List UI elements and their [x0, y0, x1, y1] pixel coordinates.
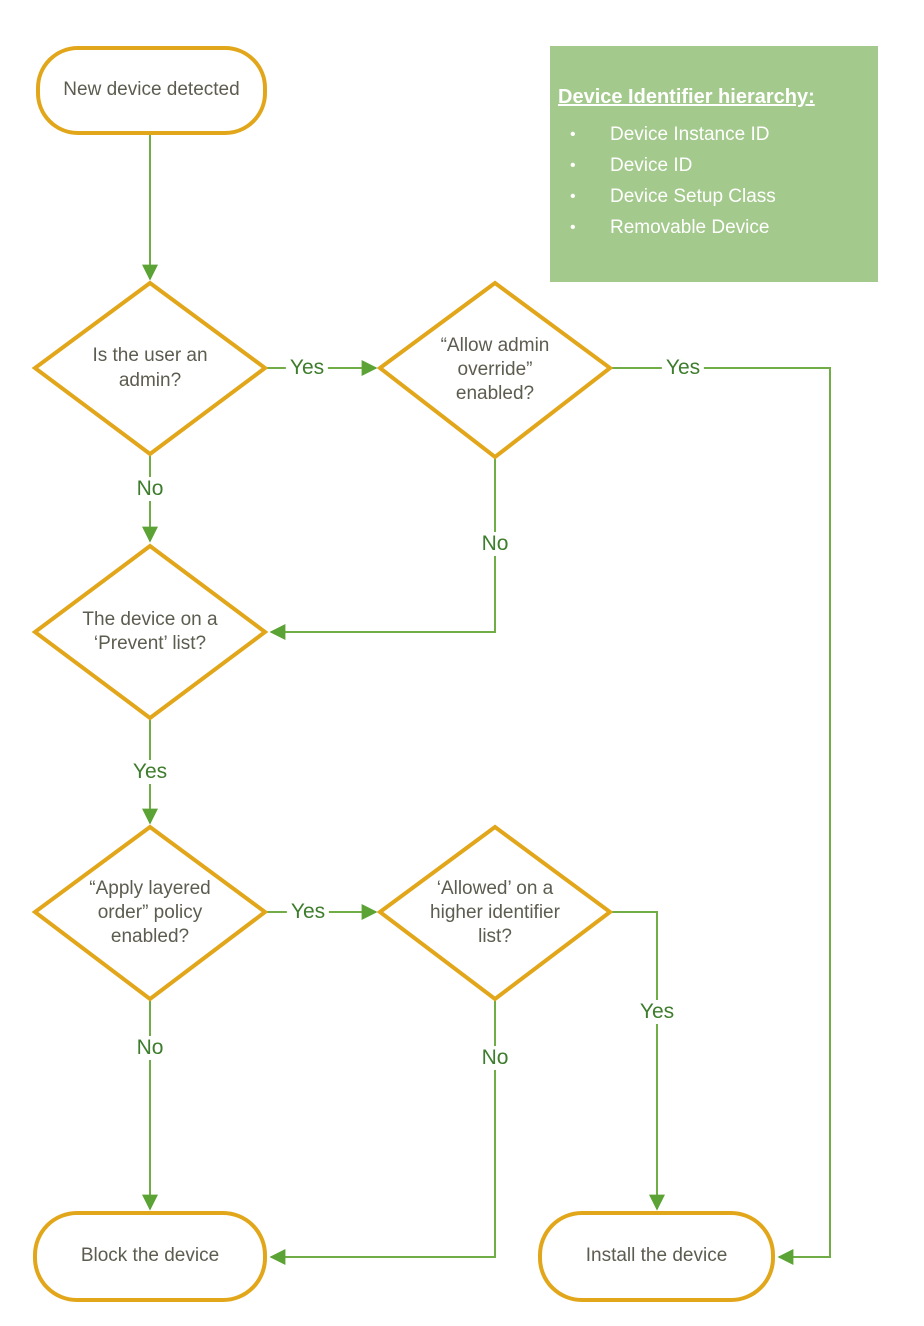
edge-higher-yes-to-install — [610, 911, 665, 1211]
info-box-list: • Device Instance ID • Device ID • Devic… — [558, 119, 868, 243]
list-item: • Removable Device — [558, 212, 868, 243]
decision-is-user-admin-label: Is the user an admin? — [92, 345, 208, 391]
edge-label-layered-yes: Yes — [286, 900, 330, 924]
list-item-text: Device Instance ID — [610, 124, 770, 145]
edge-override-no-to-prevent — [269, 457, 496, 640]
decision-apply-layered-order-label: “Apply layered order” policy enabled? — [89, 877, 211, 948]
edge-label-higher-yes: Yes — [635, 1000, 679, 1024]
decision-prevent-list — [31, 543, 269, 721]
decision-prevent-list-label: The device on a ‘Prevent’ list? — [82, 608, 218, 654]
edge-higher-no-to-block — [269, 999, 496, 1265]
block-terminator — [33, 1211, 267, 1302]
edge-label-override-yes: Yes — [661, 356, 705, 380]
decision-allowed-higher-identifier — [376, 824, 614, 1002]
edge-label-admin-no: No — [132, 477, 168, 501]
list-item-text: Removable Device — [610, 217, 770, 238]
info-box-title: Device Identifier hierarchy: — [558, 86, 815, 108]
start-terminator — [36, 46, 267, 135]
edge-override-yes-to-install — [610, 367, 831, 1265]
bullet-icon: • — [570, 157, 576, 174]
decision-allowed-higher-identifier-label: ‘Allowed’ on a higher identifier list? — [430, 877, 560, 948]
decision-allow-admin-override — [376, 280, 614, 460]
decision-is-user-admin — [31, 280, 269, 457]
list-item: • Device ID — [558, 150, 868, 181]
edge-label-override-no: No — [477, 532, 513, 556]
block-label: Block the device — [80, 1245, 220, 1267]
start-label: New device detected — [63, 79, 240, 101]
list-item: • Device Setup Class — [558, 181, 868, 212]
install-terminator — [538, 1211, 775, 1302]
edge-label-layered-no: No — [132, 1036, 168, 1060]
decision-apply-layered-order — [31, 824, 269, 1002]
decision-allow-admin-override-label: “Allow admin override” enabled? — [440, 334, 550, 405]
bullet-icon: • — [570, 219, 576, 236]
bullet-icon: • — [570, 126, 576, 143]
edge-label-higher-no: No — [477, 1046, 513, 1070]
list-item: • Device Instance ID — [558, 119, 868, 150]
install-label: Install the device — [585, 1245, 728, 1267]
list-item-text: Device ID — [610, 155, 693, 176]
edge-label-admin-yes: Yes — [285, 356, 329, 380]
device-identifier-hierarchy-box: Device Identifier hierarchy: • Device In… — [550, 46, 878, 282]
edge-label-prevent-yes: Yes — [128, 760, 172, 784]
list-item-text: Device Setup Class — [610, 186, 776, 207]
bullet-icon: • — [570, 188, 576, 205]
